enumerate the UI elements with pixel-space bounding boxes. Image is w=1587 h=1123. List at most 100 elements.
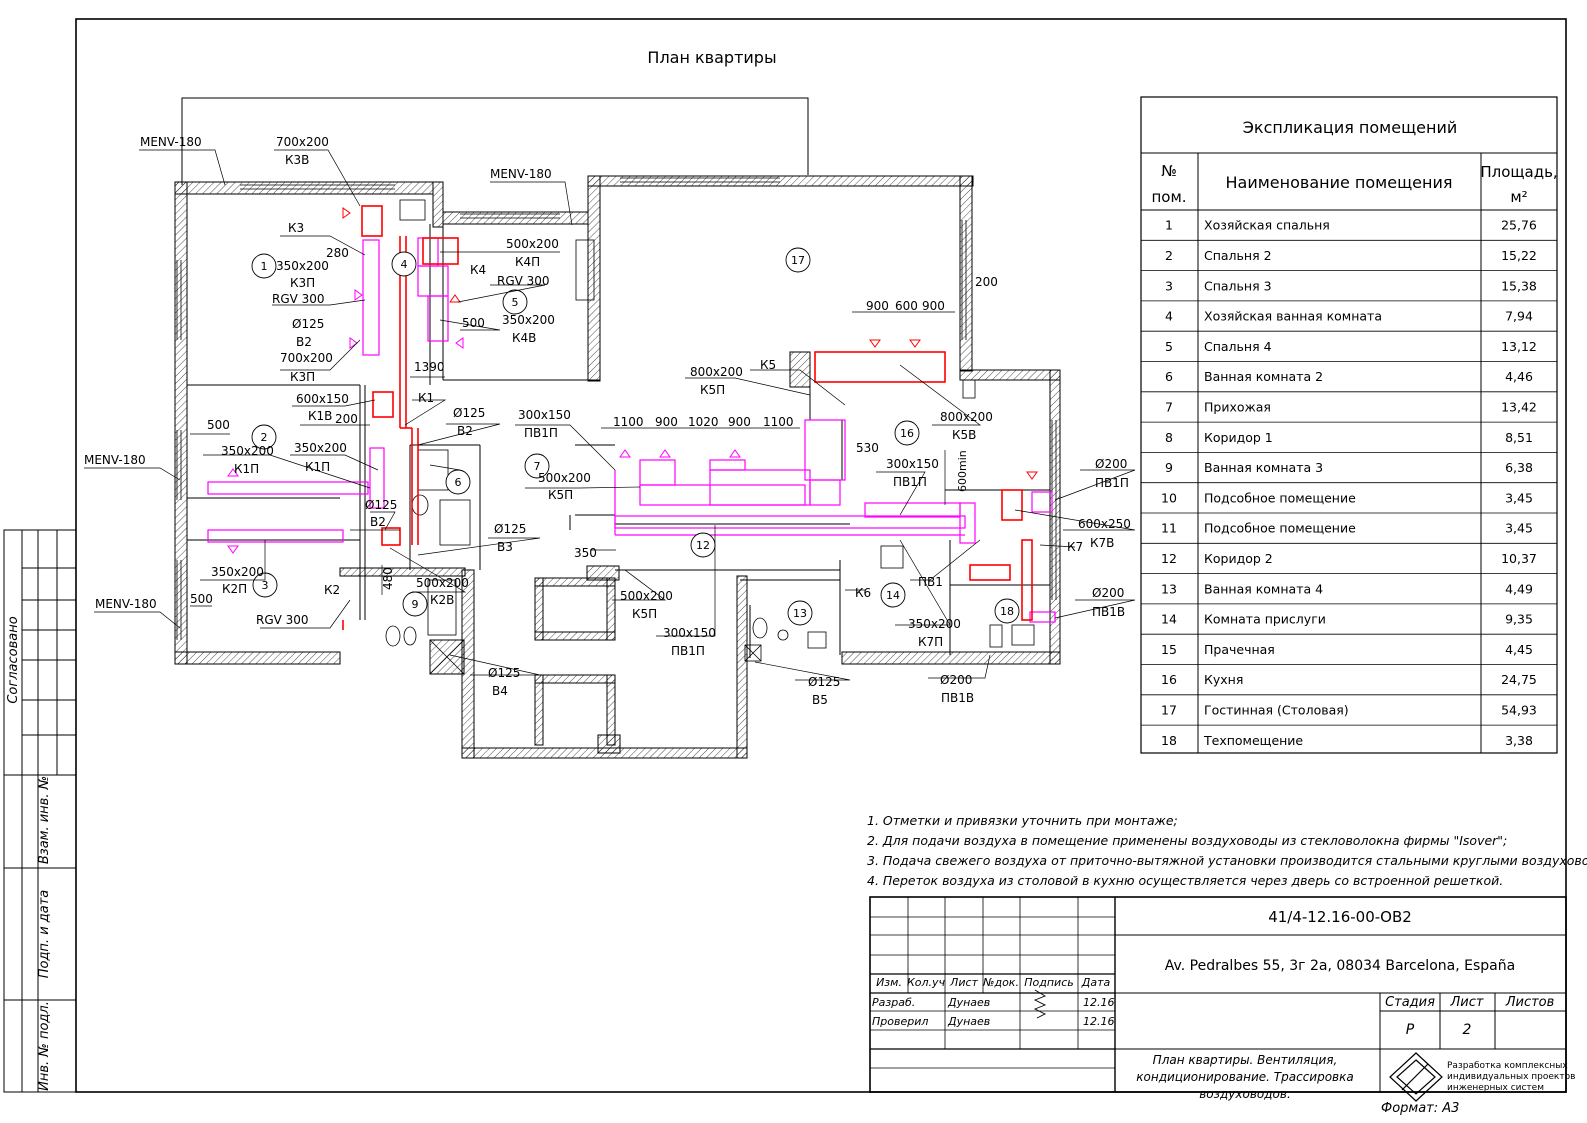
plan-label: 700x200 [276, 135, 329, 149]
plan-label: 900 [866, 299, 889, 313]
explication-row-area: 4,49 [1505, 581, 1533, 596]
explication-row-number: 1 [1165, 218, 1173, 233]
explication-row-name: Ванная комната 4 [1204, 581, 1323, 596]
explication-row-name: Гостинная (Столовая) [1204, 702, 1349, 717]
explication-row-area: 6,38 [1505, 460, 1533, 475]
plan-label: 280 [326, 246, 349, 260]
plan-label: К5П [632, 607, 657, 621]
explication-row-name: Ванная комната 2 [1204, 369, 1323, 384]
explication-row-area: 3,38 [1505, 733, 1533, 748]
plan-label: 500 [207, 418, 230, 432]
plan-label: 350x200 [294, 441, 347, 455]
room-number: 5 [512, 296, 519, 309]
col-no-header: № [1161, 162, 1177, 180]
stamp-address: Av. Pedralbes 55, 3г 2а, 08034 Barcelona… [1165, 958, 1515, 974]
explication-row-area: 4,45 [1505, 642, 1533, 657]
explication-row-area: 7,94 [1505, 309, 1533, 324]
col-area-header: Площадь, [1480, 163, 1557, 181]
explication-table: Экспликация помещений № пом. Наименовани… [1140, 96, 1558, 754]
stamp-desc: План квартиры. Вентиляция, [1153, 1053, 1338, 1067]
inv-label: Инв. № подл. [37, 1001, 52, 1091]
stamp-header: №док. [982, 976, 1019, 989]
explication-row-area: 4,46 [1505, 369, 1533, 384]
col-area-header-2: м² [1510, 188, 1527, 206]
plan-label: К3В [285, 153, 309, 167]
plan-label: 300x150 [518, 408, 571, 422]
explication-row-number: 8 [1165, 430, 1173, 445]
stamp-org: Разработка комплексных [1447, 1061, 1568, 1071]
plan-label: ПВ1В [941, 691, 974, 705]
plan-label: 500x200 [416, 576, 469, 590]
col-no-header-2: пом. [1151, 188, 1186, 206]
plan-label: К5П [548, 488, 573, 502]
stamp-header: Лист [949, 976, 978, 989]
notes: 1. Отметки и привязки уточнить при монта… [867, 813, 1587, 888]
explication-row-area: 54,93 [1501, 702, 1537, 717]
room-number: 17 [791, 254, 805, 267]
explication-title: Экспликация помещений [1243, 118, 1458, 137]
note-line: 4. Переток воздуха из столовой в кухню о… [867, 873, 1503, 888]
plan-label: 600min [956, 450, 969, 492]
plan-label: 900 [728, 415, 751, 429]
plan-label: 700x200 [280, 351, 333, 365]
plan-label: К4П [515, 255, 540, 269]
room-number: 6 [455, 476, 462, 489]
plan-label: 350x200 [276, 259, 329, 273]
explication-row-number: 15 [1161, 642, 1177, 657]
plan-label: К3 [288, 221, 304, 235]
explication-row-name: Коридор 1 [1204, 430, 1273, 445]
room-number: 16 [900, 427, 914, 440]
explication-row-area: 24,75 [1501, 672, 1537, 687]
explication-row-name: Спальня 3 [1204, 278, 1272, 293]
plan-label: 200 [335, 412, 358, 426]
explication-row-area: 3,45 [1505, 521, 1533, 536]
explication-row-area: 9,35 [1505, 612, 1533, 627]
stamp-header: Кол.уч [907, 976, 946, 989]
explication-row-number: 5 [1165, 339, 1173, 354]
plan-label: 1100 [763, 415, 794, 429]
plan-label: К5П [700, 383, 725, 397]
plan-label: 200 [975, 275, 998, 289]
plan-label: К5В [952, 428, 976, 442]
plan-label: В2 [296, 335, 312, 349]
room-number: 7 [534, 460, 541, 473]
plan-label: К1П [234, 462, 259, 476]
plan-label: 500x200 [620, 589, 673, 603]
vzam-label: Взам. инв. № [37, 776, 52, 864]
stamp-sheet-label: Лист [1450, 995, 1484, 1010]
explication-row-number: 2 [1165, 248, 1173, 263]
plan-label: В5 [812, 693, 828, 707]
explication-row-number: 6 [1165, 369, 1173, 384]
plan-label: 350x200 [221, 444, 274, 458]
plan-label: 800x200 [690, 365, 743, 379]
plan-label: RGV 300 [497, 274, 550, 288]
explication-row-area: 10,37 [1501, 551, 1537, 566]
stamp-stage-label: Стадия [1385, 995, 1435, 1010]
plan-label: ПВ1П [893, 475, 927, 489]
plan-label: 1100 [613, 415, 644, 429]
plan-label: К2В [430, 593, 454, 607]
plan-label: Ø125 [453, 406, 485, 420]
explication-row-name: Подсобное помещение [1204, 521, 1356, 536]
explication-row-number: 14 [1161, 612, 1177, 627]
plan-label: Ø200 [1092, 586, 1124, 600]
explication-row-name: Прихожая [1204, 399, 1271, 414]
floor-plan: 1 2 3 4 5 6 7 9 12 13 14 16 17 18 [84, 97, 1136, 759]
plan-label: 500 [462, 316, 485, 330]
stamp-sheet: 2 [1463, 1022, 1472, 1038]
plan-label: Ø125 [808, 675, 840, 689]
side-strip [3, 529, 77, 1093]
plan-label: MENV-180 [84, 453, 146, 467]
stamp-header: Подпись [1024, 976, 1073, 989]
plan-label: 900 [922, 299, 945, 313]
plan-label: 350 [574, 546, 597, 560]
plan-label: 600 [895, 299, 918, 313]
explication-row-name: Спальня 2 [1204, 248, 1272, 263]
explication-row-name: Ванная комната 3 [1204, 460, 1323, 475]
stamp-sheets-label: Листов [1505, 995, 1555, 1010]
stamp-desc: кондиционирование. Трассировка [1136, 1070, 1353, 1084]
explication-row-number: 11 [1161, 521, 1177, 536]
col-name-header: Наименование помещения [1226, 173, 1453, 192]
explication-row-area: 25,76 [1501, 218, 1537, 233]
plan-label: 600x250 [1078, 517, 1131, 531]
